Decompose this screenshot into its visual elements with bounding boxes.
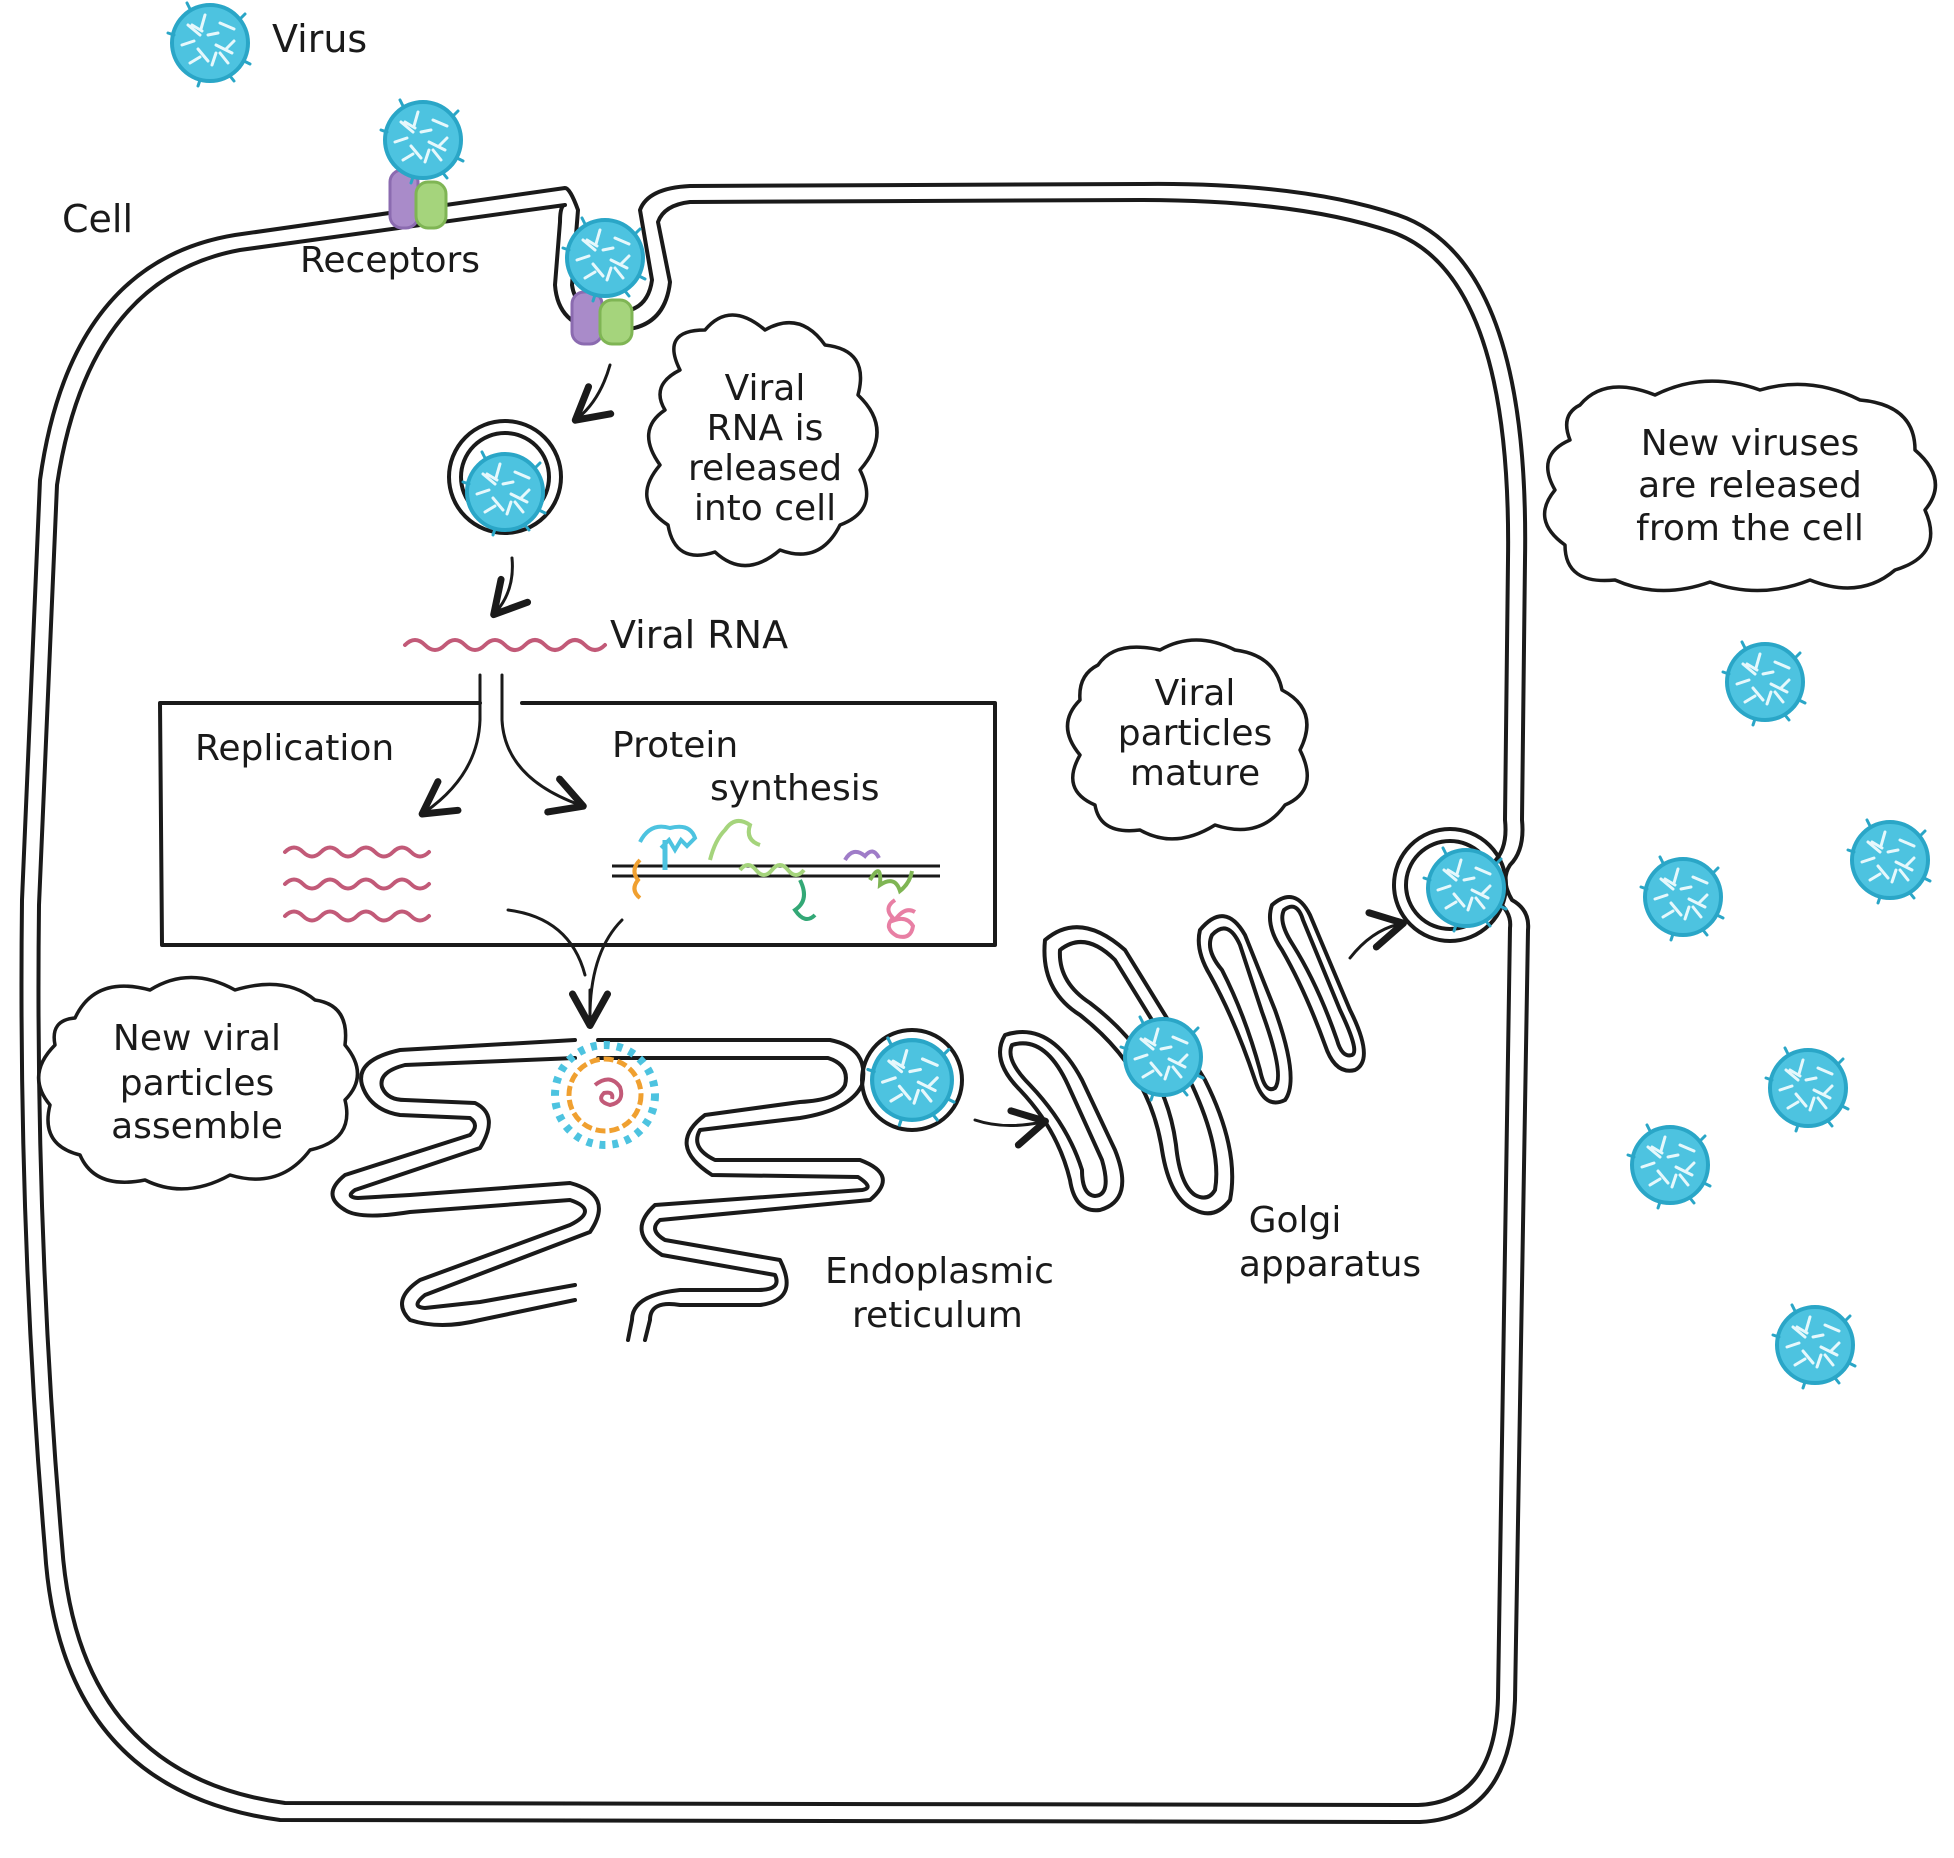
legend-virus-label: Virus bbox=[272, 17, 367, 61]
virus-icon bbox=[1721, 640, 1807, 727]
cloud-text-line: RNA is bbox=[707, 408, 824, 449]
arrow-icon bbox=[1348, 909, 1407, 960]
viral-rna-strand bbox=[403, 638, 607, 652]
cloud-text-line: mature bbox=[1130, 753, 1260, 794]
virus-icon bbox=[1764, 1046, 1850, 1133]
virus-icon bbox=[1119, 1015, 1205, 1102]
er-label-line1: Endoplasmic bbox=[825, 1251, 1054, 1292]
virus-icon bbox=[1771, 1303, 1857, 1390]
arrow-icon bbox=[418, 673, 482, 818]
er-vesicle bbox=[860, 1028, 964, 1132]
cloud-released: New viruses are released from the cell bbox=[1542, 379, 1938, 593]
replication-label: Replication bbox=[195, 728, 394, 769]
receptor-icon bbox=[414, 180, 448, 230]
released-viruses bbox=[1626, 640, 1932, 1390]
virus-icon bbox=[868, 1038, 954, 1125]
cloud-mature: Viral particles mature bbox=[1065, 638, 1309, 841]
golgi-label-line1: Golgi bbox=[1249, 1200, 1342, 1241]
cell-label: Cell bbox=[62, 197, 133, 241]
golgi-apparatus bbox=[998, 895, 1366, 1216]
synthesis-label: synthesis bbox=[710, 768, 879, 809]
arrow-icon bbox=[571, 363, 615, 424]
cloud-text-line: into cell bbox=[694, 488, 836, 529]
cloud-text-line: Viral bbox=[725, 368, 806, 409]
virus-attaching bbox=[379, 98, 465, 230]
virus-icon bbox=[379, 98, 465, 185]
cloud-text-line: Viral bbox=[1155, 673, 1236, 714]
arrow-icon bbox=[506, 908, 624, 1012]
exocytosis-vesicle bbox=[1392, 827, 1508, 943]
replicated-rna bbox=[283, 877, 431, 891]
cloud-text-line: particles bbox=[120, 1063, 275, 1104]
cloud-assemble: New viral particles assemble bbox=[36, 975, 360, 1191]
receptor-icon bbox=[598, 298, 634, 346]
legend-virus-icon bbox=[166, 1, 252, 88]
receptor-icon bbox=[570, 290, 604, 346]
arrow-icon bbox=[490, 556, 532, 619]
cloud-rna-released: Viral RNA is released into cell bbox=[645, 313, 879, 568]
virus-icon bbox=[1639, 855, 1725, 942]
cloud-text-line: New viruses bbox=[1641, 423, 1860, 464]
virus-icon bbox=[1626, 1123, 1712, 1210]
cloud-text-line: released bbox=[688, 448, 842, 489]
virus-icon bbox=[1846, 818, 1932, 905]
cloud-text-line: New viral bbox=[113, 1018, 281, 1059]
er-label-line2: reticulum bbox=[852, 1295, 1023, 1336]
replicated-rna bbox=[283, 845, 431, 859]
endoplasmic-reticulum bbox=[330, 1038, 885, 1342]
virus-entering bbox=[561, 216, 647, 346]
viral-rna-label: Viral RNA bbox=[610, 613, 788, 657]
cloud-text-line: are released bbox=[1638, 465, 1862, 506]
arrow-icon bbox=[973, 1107, 1049, 1149]
cloud-text-line: from the cell bbox=[1636, 508, 1864, 549]
receptors-label: Receptors bbox=[300, 240, 480, 281]
replicated-rna bbox=[283, 909, 431, 923]
protein-synthesis-strand bbox=[612, 819, 940, 939]
assembling-particle bbox=[551, 1041, 659, 1149]
arrow-icon bbox=[500, 673, 587, 816]
endosome bbox=[447, 419, 563, 537]
protein-label: Protein bbox=[612, 725, 738, 766]
cloud-text-line: particles bbox=[1118, 713, 1273, 754]
golgi-label-line2: apparatus bbox=[1239, 1244, 1421, 1285]
cloud-text-line: assemble bbox=[111, 1106, 283, 1147]
process-box: Replication Protein synthesis bbox=[158, 673, 997, 947]
